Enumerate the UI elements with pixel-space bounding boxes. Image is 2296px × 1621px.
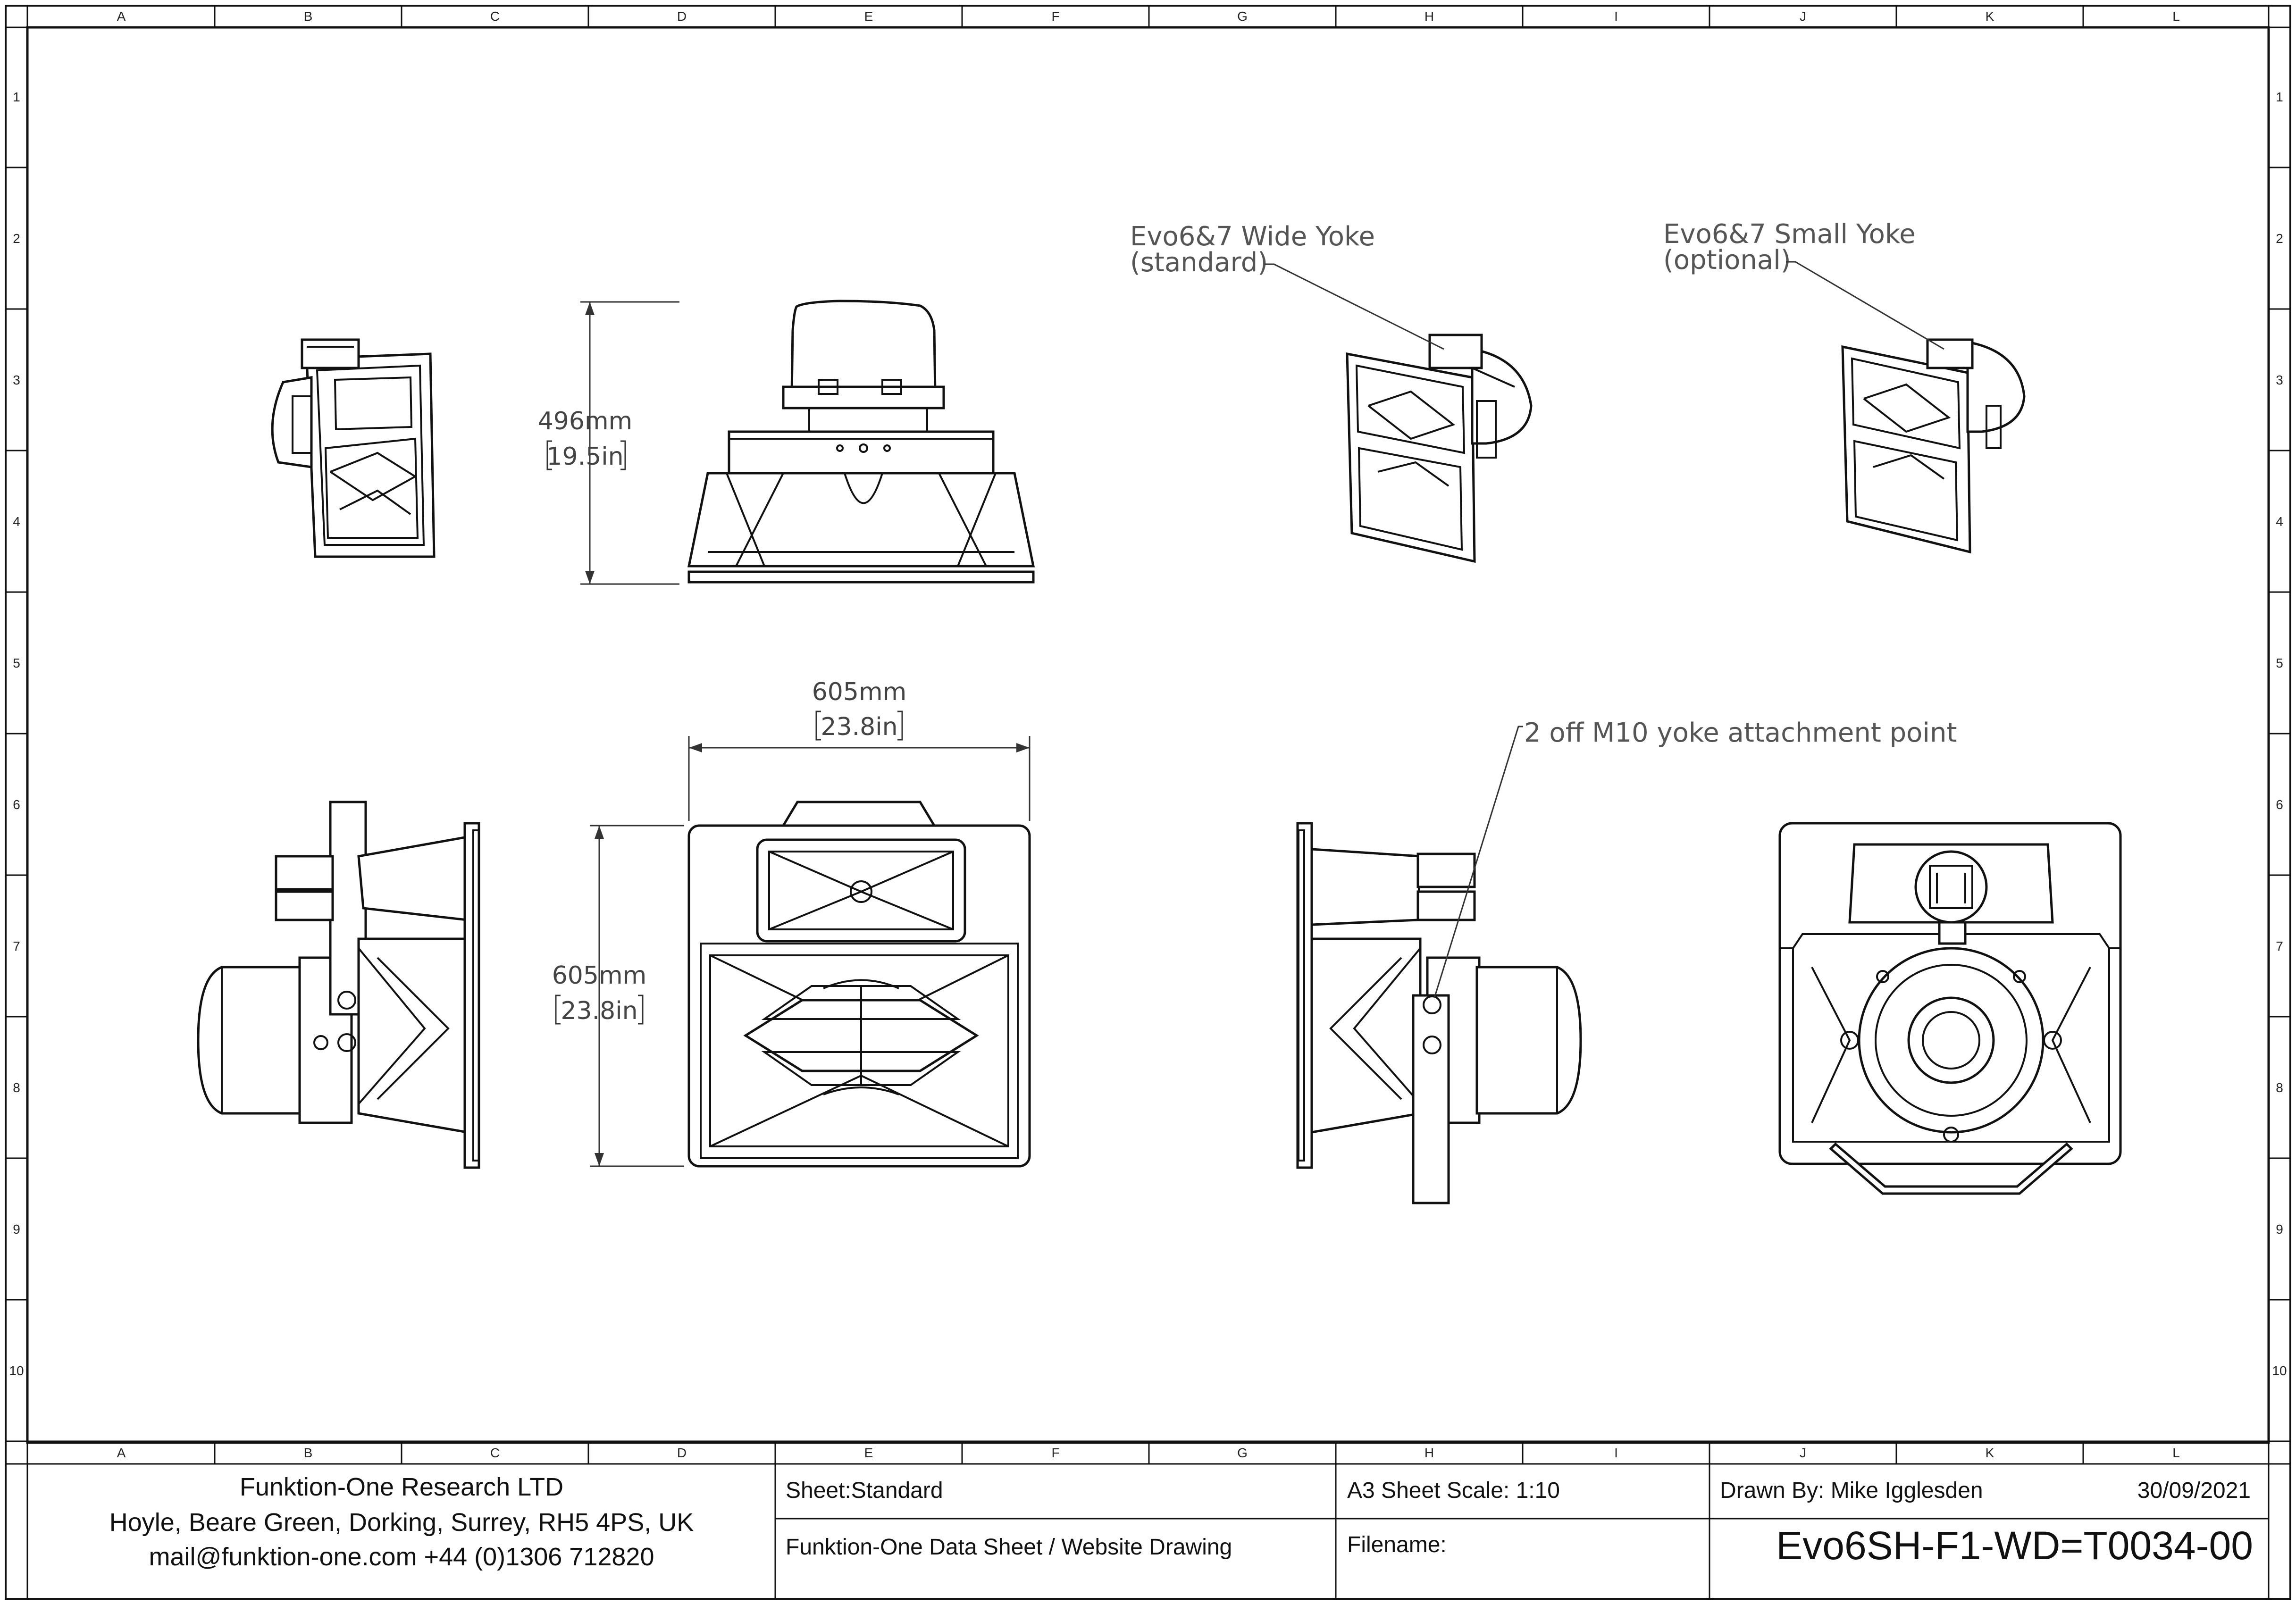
company-name: Funktion-One Research LTD — [240, 1473, 563, 1501]
zone-col-l: L — [2172, 9, 2180, 24]
zone-row-4-right: 4 — [2276, 514, 2283, 529]
zone-row-3: 3 — [13, 373, 20, 387]
zone-row-7: 7 — [13, 939, 20, 953]
zone-row-7-right: 7 — [2276, 939, 2283, 953]
wide-yoke-label-1: Evo6&7 Wide Yoke — [1130, 221, 1375, 252]
small-yoke-label-2: (optional) — [1663, 245, 1791, 276]
zone-col-f: F — [1051, 9, 1059, 24]
zone-col-k: K — [1986, 9, 1994, 24]
sheet-label: Sheet:Standard — [786, 1478, 943, 1503]
small-yoke-view — [1841, 338, 2026, 554]
zone-row-8-right: 8 — [2276, 1080, 2283, 1095]
zone-row-2-right: 2 — [2276, 231, 2283, 246]
zone-col-a-bottom: A — [117, 1446, 126, 1460]
front-height-in-label: 23.8in — [561, 997, 637, 1025]
drawing-date: 30/09/2021 — [2137, 1478, 2251, 1503]
zone-col-d: D — [677, 9, 687, 24]
zone-row-3-right: 3 — [2276, 373, 2283, 387]
row-dividers — [6, 167, 2290, 1301]
front-view — [687, 801, 1031, 1168]
zone-col-c-bottom: C — [490, 1446, 500, 1460]
sheet-scale: A3 Sheet Scale: 1:10 — [1347, 1478, 1560, 1503]
small-yoke-label-1: Evo6&7 Small Yoke — [1663, 219, 1916, 250]
zone-col-i-bottom: I — [1614, 1446, 1618, 1460]
zone-col-c: C — [490, 9, 500, 24]
column-dividers — [214, 6, 2084, 1464]
zone-row-9-right: 9 — [2276, 1222, 2283, 1237]
rear-view — [1778, 822, 2122, 1195]
zone-col-b-bottom: B — [304, 1446, 313, 1460]
isometric-view-left — [271, 338, 436, 558]
zone-col-l-bottom: L — [2172, 1446, 2180, 1460]
zone-row-10: 10 — [9, 1363, 24, 1378]
title-block: Funktion-One Research LTD Hoyle, Beare G… — [109, 1464, 2269, 1599]
drawing-description: Funktion-One Data Sheet / Website Drawin… — [786, 1535, 1232, 1560]
zone-numbers-right: 1 2 3 4 5 6 7 8 9 10 — [2272, 90, 2287, 1378]
zone-col-e-bottom: E — [864, 1446, 873, 1460]
attachment-label: 2 off M10 yoke attachment point — [1524, 718, 1957, 748]
width-in-label: 23.8in — [821, 713, 897, 741]
zone-col-a: A — [117, 9, 126, 24]
zone-letters-bottom: A B C D E F G H I J K L — [117, 1446, 2180, 1460]
zone-row-9: 9 — [13, 1222, 20, 1237]
zone-row-8: 8 — [13, 1080, 20, 1095]
zone-col-h-bottom: H — [1425, 1446, 1434, 1460]
zone-col-j: J — [1800, 9, 1806, 24]
width-mm-label: 605mm — [812, 678, 907, 706]
height-dimension: 496mm 19.5in — [538, 301, 679, 585]
wide-yoke-label-2: (standard) — [1130, 247, 1268, 278]
height-in-label: 19.5in — [546, 443, 623, 471]
zone-row-10-right: 10 — [2272, 1363, 2287, 1378]
drawn-by: Drawn By: Mike Igglesden — [1720, 1478, 1983, 1503]
zone-col-e: E — [864, 9, 873, 24]
zone-col-i: I — [1614, 9, 1618, 24]
drawing-number: Evo6SH-F1-WD=T0034-00 — [1776, 1523, 2253, 1568]
zone-col-f-bottom: F — [1051, 1446, 1059, 1460]
wide-yoke-view — [1346, 334, 1533, 563]
side-view-right — [1296, 822, 1582, 1204]
company-address: Hoyle, Beare Green, Dorking, Surrey, RH5… — [109, 1508, 694, 1537]
zone-row-1: 1 — [13, 90, 20, 104]
zone-col-d-bottom: D — [677, 1446, 687, 1460]
zone-col-k-bottom: K — [1986, 1446, 1994, 1460]
height-mm-label: 496mm — [538, 407, 633, 435]
zone-col-h: H — [1425, 9, 1434, 24]
front-height-mm-label: 605mm — [552, 961, 647, 990]
zone-row-4: 4 — [13, 514, 20, 529]
zone-row-5-right: 5 — [2276, 656, 2283, 670]
width-dimension: 605mm 23.8in — [688, 678, 1031, 821]
zone-col-g: G — [1237, 9, 1248, 24]
zone-row-5: 5 — [13, 656, 20, 670]
attachment-callout: 2 off M10 yoke attachment point — [1433, 718, 1957, 998]
zone-row-2: 2 — [13, 231, 20, 246]
zone-col-g-bottom: G — [1237, 1446, 1248, 1460]
side-view-left — [197, 801, 480, 1169]
front-height-dimension: 605mm 23.8in — [552, 825, 684, 1167]
filename-label: Filename: — [1347, 1532, 1447, 1557]
zone-col-b: B — [304, 9, 313, 24]
zone-letters-top: A B C D E F G H I J K L — [117, 9, 2180, 24]
zone-numbers-left: 1 2 3 4 5 6 7 8 9 10 — [9, 90, 24, 1378]
zone-col-j-bottom: J — [1800, 1446, 1806, 1460]
zone-row-6-right: 6 — [2276, 797, 2283, 812]
zone-row-6: 6 — [13, 797, 20, 812]
yoke-callouts: Evo6&7 Wide Yoke (standard) Evo6&7 Small… — [1130, 219, 1944, 350]
company-contact: mail@funktion-one.com +44 (0)1306 712820 — [149, 1543, 654, 1571]
top-view-horn — [687, 300, 1035, 584]
zone-row-1-right: 1 — [2276, 90, 2283, 104]
